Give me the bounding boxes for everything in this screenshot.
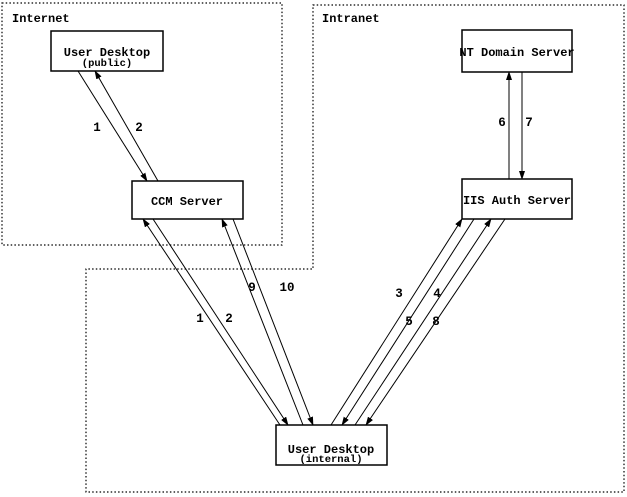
- arrow-label-3: 3: [395, 287, 403, 301]
- arrow-line-4: [341, 218, 475, 426]
- node-user-desktop-public: User Desktop (public): [50, 30, 164, 72]
- arrow-label-8: 8: [432, 315, 440, 329]
- ccm-server-label: CCM Server: [151, 195, 223, 209]
- arrow-label-1-internet: 1: [93, 121, 101, 135]
- node-iis-auth-server: IIS Auth Server: [461, 178, 573, 220]
- arrow-label-9: 9: [248, 281, 256, 295]
- arrow-line-8: [365, 218, 506, 426]
- internet-zone-border: [1, 2, 283, 246]
- iis-auth-server-label: IIS Auth Server: [463, 194, 571, 208]
- intranet-zone-label: Intranet: [322, 12, 380, 26]
- arrow-label-2-intranet: 2: [225, 312, 233, 326]
- arrow-line-2-internet: [94, 70, 159, 182]
- node-nt-domain-server: NT Domain Server: [459, 29, 575, 73]
- arrow-line-1-intranet: [142, 218, 281, 426]
- user-desktop-internal-label: User Desktop: [288, 443, 374, 457]
- arrow-label-7: 7: [525, 116, 533, 130]
- arrow-line-3: [330, 218, 463, 426]
- user-desktop-public-box: [50, 30, 164, 72]
- arrow-line-2-intranet: [152, 218, 289, 426]
- user-desktop-internal-box: [275, 424, 388, 466]
- intranet-zone-border: [85, 4, 625, 493]
- arrow-line-5: [354, 218, 492, 426]
- node-ccm-server: CCM Server: [131, 180, 244, 220]
- nt-domain-server-box: [461, 29, 573, 73]
- arrow-label-1-intranet: 1: [196, 312, 204, 326]
- ccm-server-box: [131, 180, 244, 220]
- arrow-label-10: 10: [279, 281, 294, 295]
- arrow-label-6: 6: [498, 116, 506, 130]
- internet-zone-label: Internet: [12, 12, 70, 26]
- arrow-line-10: [232, 218, 314, 426]
- arrow-line-9: [221, 218, 304, 426]
- arrow-label-2-internet: 2: [135, 121, 143, 135]
- arrow-line-1-internet: [77, 70, 148, 182]
- user-desktop-internal-sublabel: (internal): [299, 454, 362, 466]
- iis-auth-server-box: [461, 178, 573, 220]
- arrow-label-5: 5: [405, 315, 413, 329]
- user-desktop-public-label: User Desktop: [64, 46, 150, 60]
- user-desktop-public-sublabel: (public): [82, 58, 132, 70]
- arrow-label-4: 4: [433, 287, 441, 301]
- nt-domain-server-label: NT Domain Server: [459, 46, 574, 60]
- node-user-desktop-internal: User Desktop (internal): [275, 424, 388, 466]
